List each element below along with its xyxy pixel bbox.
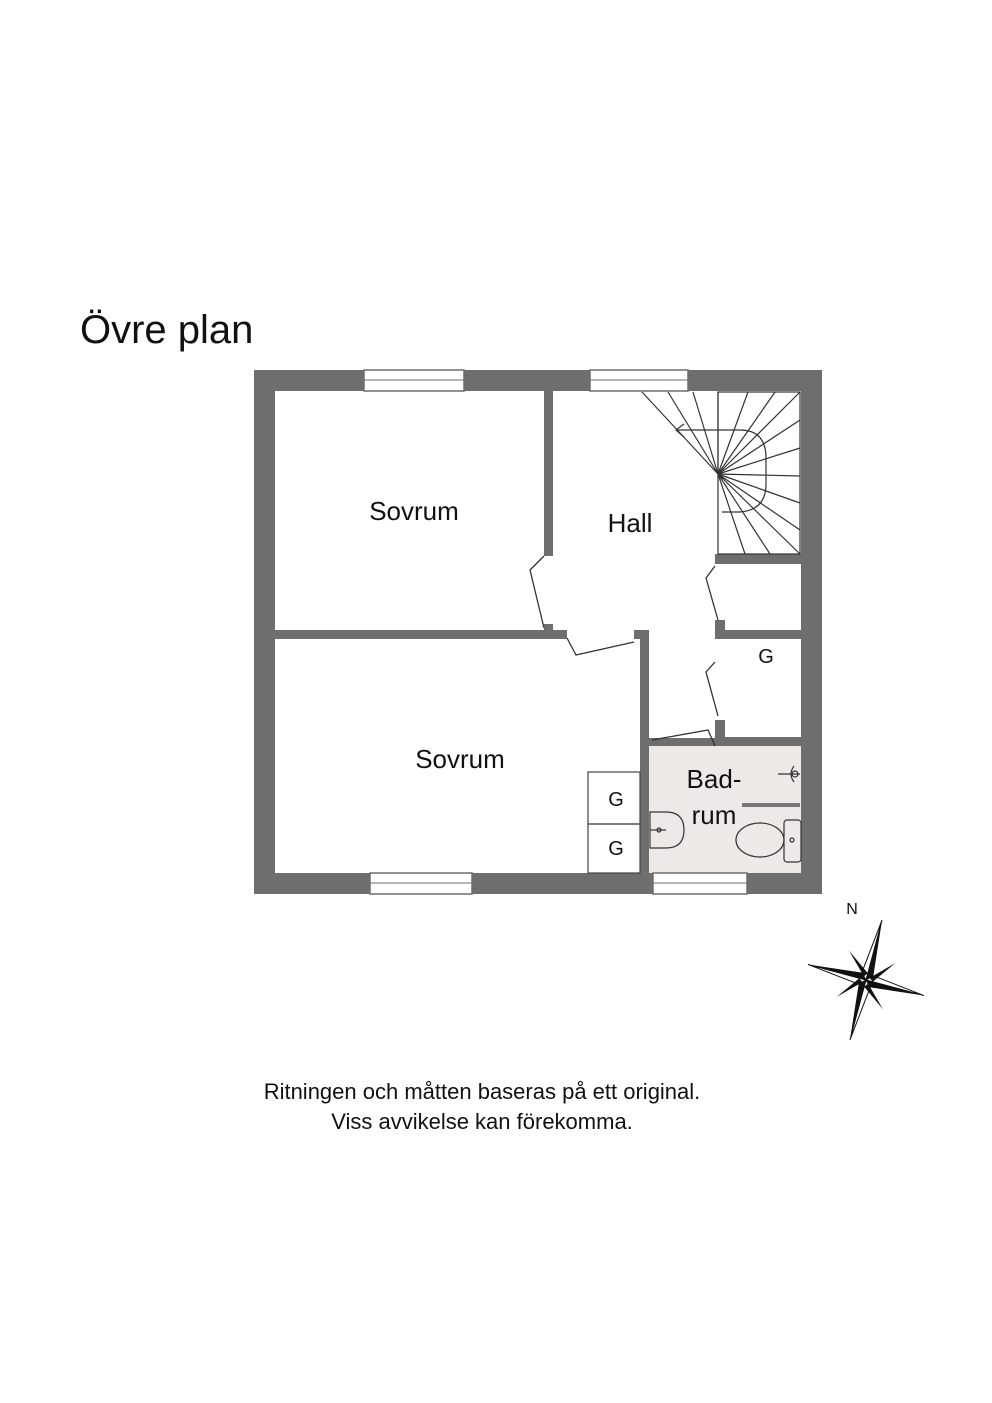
doors (529, 555, 719, 747)
closet-label-hall: G (758, 646, 774, 668)
disclaimer-line-2: Viss avvikelse kan förekomma. (331, 1109, 633, 1134)
room-label-bedroom-1: Sovrum (369, 496, 459, 526)
shower-icon (778, 765, 800, 783)
staircase (641, 391, 801, 555)
closet-label-bedroom-bottom: G (608, 838, 624, 860)
closet-label-bedroom-top: G (608, 789, 624, 811)
window-lines (364, 379, 747, 884)
sink-icon (649, 811, 685, 849)
room-label-bathroom-line1: Bad- (687, 764, 742, 794)
interior-walls (275, 390, 802, 874)
bedroom-closets (587, 771, 641, 874)
bathroom-fixtures (649, 765, 802, 863)
compass-rose-icon (807, 919, 925, 1041)
page-title: Övre plan (80, 308, 254, 352)
compass-north-label: N (846, 901, 858, 918)
room-label-bedroom-2: Sovrum (415, 744, 505, 774)
room-label-bathroom-line2: rum (692, 800, 737, 830)
room-label-hall: Hall (608, 508, 653, 538)
disclaimer-line-1: Ritningen och måtten baseras på ett orig… (263, 1079, 701, 1104)
